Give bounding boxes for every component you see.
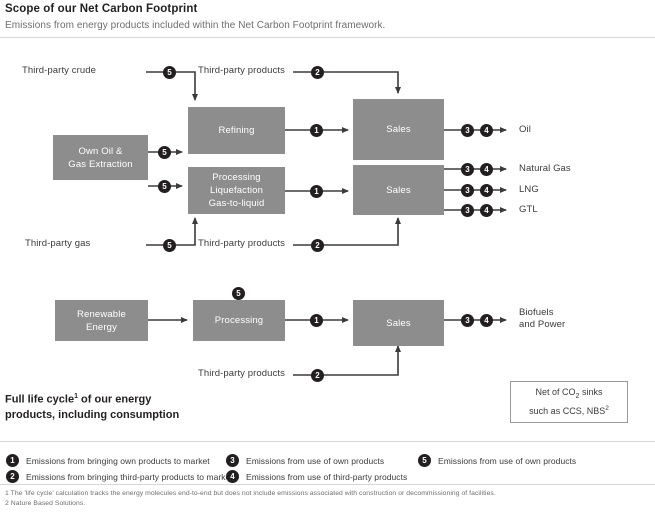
legend-item-3: 3 Emissions from use of own products [226, 454, 384, 467]
badge-biofuels-3: 3 [461, 314, 474, 327]
legend-badge-5: 5 [418, 454, 431, 467]
label-third-party-gas: Third-party gas [25, 238, 91, 249]
badge-refining-sales-1: 1 [310, 124, 323, 137]
output-label-natural-gas: Natural Gas [519, 163, 571, 174]
node-sales-renewable-label: Sales [386, 317, 411, 329]
badge-biofuels-4: 4 [480, 314, 493, 327]
life-cycle-line1-post: of our energy [78, 393, 152, 406]
legend-item-4: 4 Emissions from use of third-party prod… [226, 470, 407, 483]
legend-item-2: 2 Emissions from bringing third-party pr… [6, 470, 233, 483]
life-cycle-footnote-ref: 1 [74, 393, 78, 400]
node-own-extraction: Own Oil &Gas Extraction [53, 135, 148, 180]
badge-crude-5: 5 [163, 66, 176, 79]
footnote-1: 1 The 'life cycle' calculation tracks th… [5, 490, 496, 497]
badge-natural-gas-3: 3 [461, 163, 474, 176]
life-cycle-heading: Full life cycle1 of our energy products,… [5, 389, 245, 423]
node-refining-label: Refining [218, 125, 255, 136]
badge-extraction-refining-5: 5 [158, 146, 171, 159]
legend-badge-3: 3 [226, 454, 239, 467]
co2-sink-line1-post: sinks [579, 386, 603, 397]
legend-badge-1: 1 [6, 454, 19, 467]
node-own-extraction-label: Own Oil &Gas Extraction [68, 145, 133, 170]
label-third-party-crude: Third-party crude [22, 65, 97, 76]
badge-processing-ren-5: 5 [232, 287, 245, 300]
legend-text-3: Emissions from use of own products [246, 455, 385, 466]
badge-gtl-4: 4 [480, 204, 493, 217]
co2-sink-line1-pre: Net of CO [535, 386, 576, 397]
node-sales-oil-label: Sales [386, 124, 411, 135]
legend-divider-bottom [0, 484, 655, 485]
node-refining: Refining [188, 107, 285, 154]
co2-sink-subscript: 2 [575, 392, 580, 400]
label-third-party-products-top: Third-party products [198, 65, 286, 76]
badge-extraction-processing-5: 5 [158, 180, 171, 193]
badge-oil-3: 3 [461, 124, 474, 137]
footnotes: 1 The 'life cycle' calculation tracks th… [5, 489, 496, 508]
badge-processing-ren-sales-1: 1 [310, 314, 323, 327]
figure-title: Scope of our Net Carbon Footprint [5, 3, 198, 15]
legend-badge-4: 4 [226, 470, 239, 483]
node-sales-gas-label: Sales [386, 184, 411, 196]
figure-subtitle: Emissions from energy products included … [5, 20, 386, 31]
badge-natural-gas-4: 4 [480, 163, 493, 176]
legend-text-5: Emissions from use of own products [438, 455, 577, 466]
co2-sink-note: Net of CO2 sinks such as CCS, NBS2 [510, 381, 628, 423]
flow-diagram: Third-party crude Third-party products 5… [0, 38, 655, 423]
co2-sink-line2-pre: such as CCS, NBS [529, 406, 606, 417]
legend-text-1: Emissions from bringing own products to … [26, 455, 210, 466]
badge-processing-sales-1: 1 [310, 185, 323, 198]
output-label-lng: LNG [519, 184, 539, 195]
legend-text-2: Emissions from bringing third-party prod… [26, 471, 233, 482]
node-processing-renewable-label: Processing [214, 315, 264, 326]
output-label-oil: Oil [519, 124, 531, 135]
node-sales-renewable: Sales [353, 300, 444, 346]
life-cycle-line1-pre: Full life cycle [5, 393, 75, 406]
legend-item-5: 5 Emissions from use of own products [418, 454, 576, 467]
legend-badge-2: 2 [6, 470, 19, 483]
badge-gas-5: 5 [163, 239, 176, 252]
badge-tp-products-bottom-2: 2 [311, 369, 324, 382]
node-processing-renewable: Processing [193, 300, 285, 341]
badge-lng-3: 3 [461, 184, 474, 197]
node-sales-gas: Sales [353, 165, 444, 215]
badge-oil-4: 4 [480, 124, 493, 137]
label-third-party-products-mid: Third-party products [198, 238, 286, 249]
life-cycle-line2: products, including consumption [5, 408, 180, 421]
badge-gtl-3: 3 [461, 204, 474, 217]
badge-tp-products-top-2: 2 [311, 66, 324, 79]
badge-tp-products-mid-2: 2 [311, 239, 324, 252]
footnote-2: 2 Nature Based Solutions. [5, 499, 86, 507]
legend-item-1: 1 Emissions from bringing own products t… [6, 454, 210, 467]
node-sales-oil: Sales [353, 99, 444, 160]
badge-lng-4: 4 [480, 184, 493, 197]
legend-text-4: Emissions from use of third-party produc… [246, 471, 408, 482]
header-divider [0, 37, 655, 38]
legend-divider-top [0, 441, 655, 442]
co2-sink-superscript: 2 [605, 405, 609, 413]
output-label-gtl: GTL [519, 204, 538, 215]
label-third-party-products-bottom: Third-party products [198, 368, 286, 379]
